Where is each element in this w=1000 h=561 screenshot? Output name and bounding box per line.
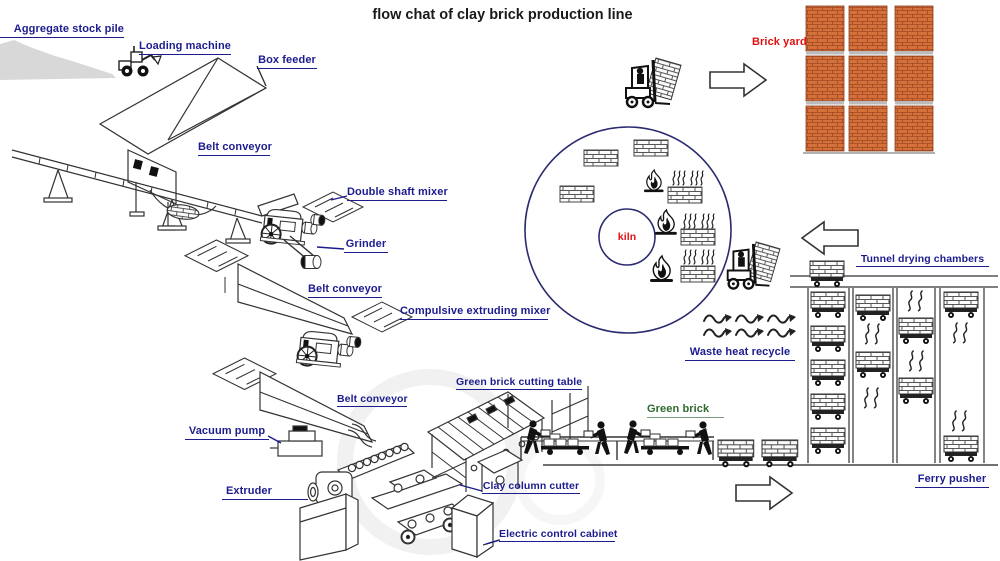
electric-control-cabinet-icon [450, 494, 501, 559]
waste-heat-arrows [703, 313, 797, 338]
label-kiln: kiln [617, 231, 637, 243]
label-aggregate-stock-pile: Aggregate stock pile [0, 23, 124, 38]
arrow-right-to-brick-yard [709, 63, 767, 97]
forklift-icon [726, 240, 782, 290]
tunnel-drying-chambers-structure [790, 275, 998, 463]
green-brick-cutting-table-icon [426, 386, 589, 492]
label-belt-conveyor-3: Belt conveyor [337, 393, 408, 408]
brick-cart-icon [761, 439, 799, 468]
belt-conveyor-2-icon [237, 263, 354, 335]
stock-pile-shape [0, 40, 116, 80]
label-box-feeder: Box feeder [257, 54, 317, 69]
vacuum-pump-icon [270, 425, 323, 457]
grinder-icon [283, 235, 322, 269]
label-loading-machine: Loading machine [139, 40, 231, 55]
label-extruder: Extruder [222, 485, 308, 500]
brick-stack-icon [559, 185, 595, 203]
belt-conveyor-1-icon [11, 149, 299, 244]
brick-stack-icon [680, 228, 716, 246]
worker-icon [685, 420, 713, 456]
label-green-brick-cutting-table: Green brick cutting table [456, 376, 582, 391]
extruder-icon [299, 442, 416, 561]
brick-cart-icon [717, 439, 755, 468]
page-title: flow chat of clay brick production line [372, 7, 633, 23]
label-electric-control-cabinet: Electric control cabinet [499, 528, 617, 543]
label-brick-yard: Brick yard [752, 36, 807, 48]
brick-stack-icon [583, 149, 619, 167]
belt-conveyor-3-icon [259, 371, 377, 448]
label-compulsive-extruding-mixer: Compulsive extruding mixer [400, 305, 550, 320]
label-double-shaft-mixer: Double shaft mixer [347, 186, 448, 201]
brick-stack-icon [633, 139, 669, 157]
kiln-circle [524, 126, 732, 334]
brick-stack-icon [667, 186, 703, 204]
label-vacuum-pump: Vacuum pump [185, 425, 269, 440]
label-waste-heat-recycle: Waste heat recycle [685, 346, 795, 361]
arrow-left-from-chambers [801, 221, 859, 255]
label-green-brick: Green brick [647, 403, 724, 418]
loading-machine-icon [118, 46, 162, 77]
brick-yard-stacks [803, 5, 935, 154]
chamber-carts [810, 291, 979, 463]
label-belt-conveyor-1: Belt conveyor [198, 141, 272, 156]
label-belt-conveyor-2: Belt conveyor [308, 283, 382, 298]
label-tunnel-drying-chambers: Tunnel drying chambers [856, 253, 989, 268]
compulsive-extruding-mixer-icon [295, 329, 363, 372]
label-ferry-pusher: Ferry pusher [915, 473, 989, 488]
arrow-right-ferry-pusher [735, 476, 793, 510]
double-shaft-mixer-icon [259, 207, 327, 250]
leader-lines [256, 65, 500, 545]
forklift-icon [624, 56, 683, 109]
brick-cart-icon [809, 260, 845, 288]
label-clay-column-cutter: Clay column cutter [482, 480, 580, 495]
label-grinder: Grinder [344, 238, 388, 253]
brick-stack-icon [680, 265, 716, 283]
